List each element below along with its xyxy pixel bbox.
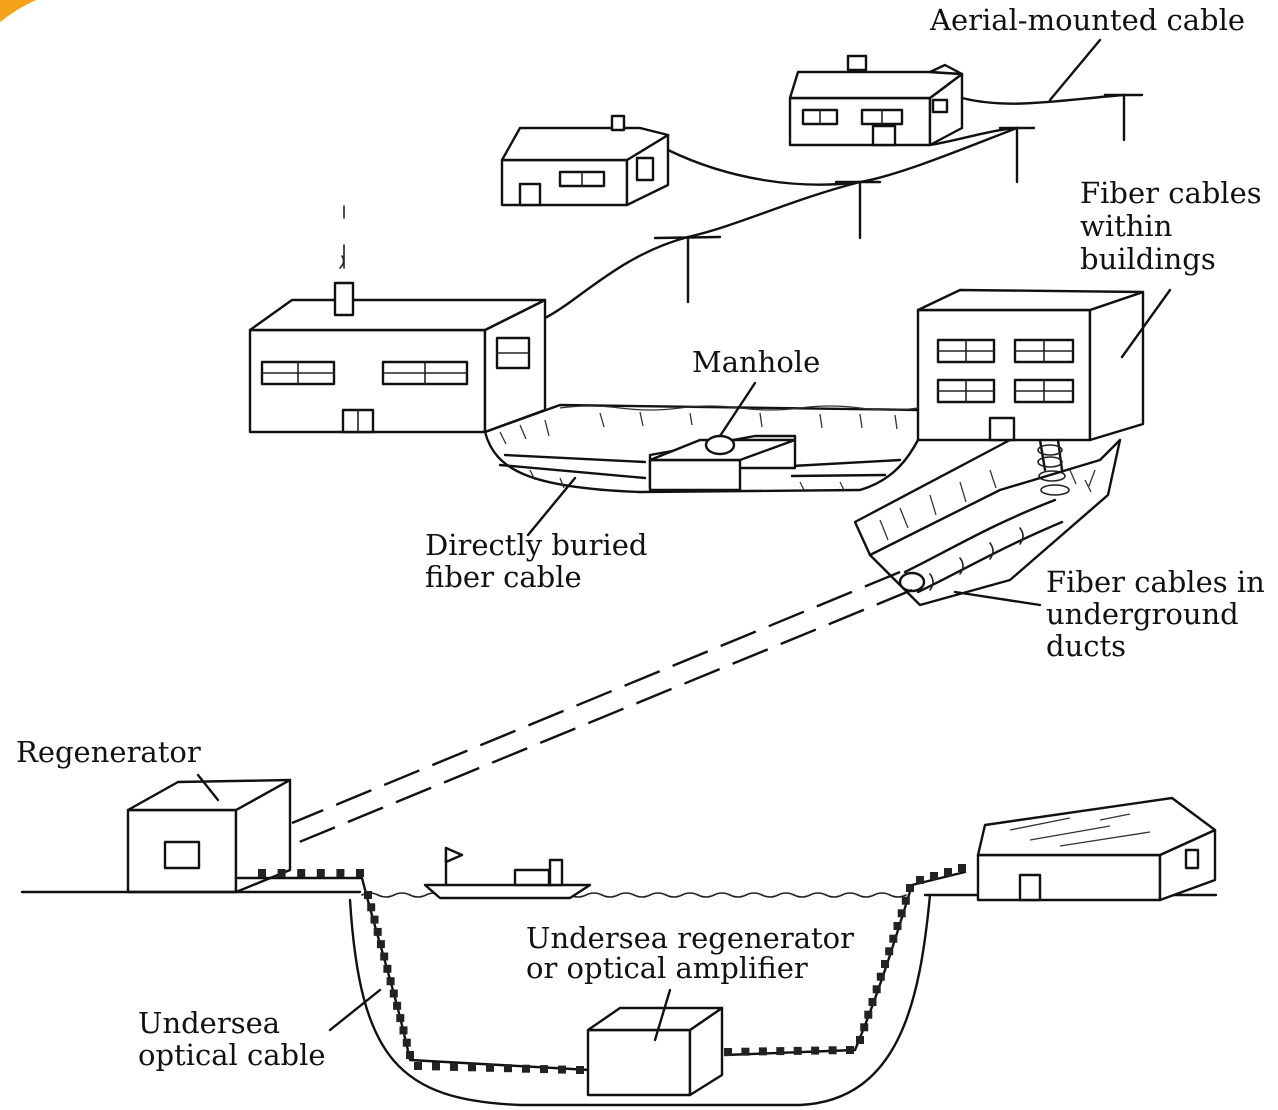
cable-repeater (387, 977, 395, 985)
cable-repeater (885, 947, 893, 955)
cable-repeater (794, 1047, 802, 1055)
cable-repeater (860, 1023, 868, 1031)
manhole (650, 383, 795, 490)
label-undersea-cable: Undersea optical cable (138, 1006, 326, 1072)
cable-repeater (297, 869, 305, 877)
label-fiber-within-buildings: Fiber cables within buildings (1080, 176, 1271, 276)
label-underground-ducts-2: underground (1046, 597, 1239, 631)
cable-repeater (356, 869, 364, 877)
label-fiber-within-buildings-1: Fiber cables (1080, 176, 1262, 210)
corner-accent (0, 0, 36, 22)
cable-repeater (930, 872, 938, 880)
cable-repeater (741, 1048, 749, 1056)
cable-repeater (403, 1039, 411, 1047)
cable-repeater (522, 1065, 530, 1073)
label-undersea-regenerator-1: Undersea regenerator (526, 921, 854, 955)
cable-repeater (558, 1066, 566, 1074)
cable-repeater (877, 973, 885, 981)
cable-repeater (450, 1063, 458, 1071)
cable-repeater (873, 985, 881, 993)
cable-repeater (916, 876, 924, 884)
cable-repeater (846, 1046, 854, 1054)
cable-repeater (902, 897, 910, 905)
cable-repeater (278, 869, 286, 877)
cable-repeater (906, 884, 914, 892)
label-underground-ducts: Fiber cables in underground ducts (1046, 565, 1274, 663)
cable-repeater (869, 998, 877, 1006)
cable-repeater (380, 953, 388, 961)
label-manhole: Manhole (692, 345, 820, 379)
cable-repeater (504, 1064, 512, 1072)
label-fiber-within-buildings-2: within (1080, 209, 1172, 243)
cable-repeater (898, 909, 906, 917)
label-fiber-within-buildings-3: buildings (1080, 242, 1216, 276)
cable-repeater (377, 940, 385, 948)
house-top-right (790, 56, 962, 145)
cable-repeater (364, 891, 372, 899)
label-undersea-cable-2: optical cable (138, 1038, 326, 1072)
label-undersea-cable-1: Undersea (138, 1006, 280, 1040)
house-top-middle (502, 116, 668, 205)
leader-aerial-cable (1050, 40, 1100, 100)
cable-repeater (393, 1002, 401, 1010)
label-directly-buried: Directly buried fiber cable (425, 528, 657, 594)
cable-repeater (400, 1026, 408, 1034)
cable-repeater (367, 903, 375, 911)
label-regenerator: Regenerator (16, 735, 201, 769)
undersea-regenerator-box (588, 990, 722, 1095)
cable-repeater (317, 869, 325, 877)
cable-repeater (336, 869, 344, 877)
cable-repeater (811, 1047, 819, 1055)
cable-repeater (258, 869, 266, 877)
cable-repeater (894, 922, 902, 930)
cable-repeater (724, 1048, 732, 1056)
leader-directly-buried (528, 478, 575, 535)
cable-ship (425, 848, 590, 898)
cable-repeater (486, 1064, 494, 1072)
label-underground-ducts-3: ducts (1046, 629, 1126, 663)
cable-repeater (390, 990, 398, 998)
cable-repeater (864, 1011, 872, 1019)
cable-repeater (576, 1066, 584, 1074)
label-aerial-cable: Aerial-mounted cable (929, 3, 1245, 37)
cable-repeater (856, 1036, 864, 1044)
cable-repeater (881, 960, 889, 968)
label-directly-buried-1: Directly buried (425, 528, 647, 562)
cable-repeater (958, 864, 966, 872)
cable-repeater (944, 868, 952, 876)
cable-repeater (889, 935, 897, 943)
cable-repeater (396, 1014, 404, 1022)
cable-repeater (432, 1062, 440, 1070)
cable-repeater (406, 1051, 414, 1059)
cable-repeater (468, 1063, 476, 1071)
dashed-cable-run (292, 572, 912, 845)
label-undersea-regenerator: Undersea regenerator or optical amplifie… (526, 921, 863, 985)
label-underground-ducts-1: Fiber cables in (1046, 565, 1265, 599)
cable-repeater (829, 1046, 837, 1054)
cable-repeater (374, 928, 382, 936)
cable-repeater (414, 1062, 422, 1070)
building-right-large (918, 290, 1170, 440)
cable-repeater (383, 965, 391, 973)
label-undersea-regenerator-2: or optical amplifier (526, 951, 808, 985)
cable-repeater (540, 1065, 548, 1073)
cable-repeater (776, 1047, 784, 1055)
building-left-large (250, 206, 545, 432)
cable-repeater (371, 916, 379, 924)
cable-repeater (759, 1047, 767, 1055)
label-directly-buried-2: fiber cable (425, 560, 582, 594)
shore-station-right (978, 798, 1215, 900)
